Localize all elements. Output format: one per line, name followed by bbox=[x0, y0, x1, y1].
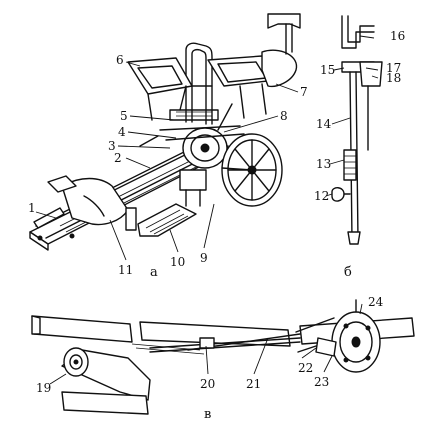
panel-a-callouts bbox=[35, 61, 299, 261]
callout-12: 12 bbox=[314, 189, 329, 203]
right-seat bbox=[207, 13, 301, 119]
callout-16: 16 bbox=[390, 29, 405, 43]
callout-7: 7 bbox=[300, 85, 308, 99]
panel-b-lever bbox=[325, 15, 383, 245]
drive-wheel bbox=[221, 133, 283, 207]
panel-label-a: а bbox=[150, 265, 158, 280]
callout-1: 1 bbox=[28, 201, 36, 215]
furrow-opener bbox=[137, 203, 197, 237]
callout-labels: 1 2 3 4 5 6 7 8 9 10 11 12 13 14 15 16 1… bbox=[28, 29, 405, 395]
panel-labels: а б в bbox=[150, 265, 352, 422]
callout-11: 11 bbox=[118, 263, 133, 277]
left-seat bbox=[127, 57, 193, 121]
callout-9: 9 bbox=[200, 251, 208, 265]
callout-14: 14 bbox=[316, 117, 332, 131]
callout-21: 21 bbox=[246, 377, 261, 391]
callout-2: 2 bbox=[114, 151, 122, 165]
callout-6: 6 bbox=[116, 53, 124, 67]
callout-22: 22 bbox=[298, 361, 313, 375]
panel-label-v: в bbox=[204, 407, 211, 422]
callout-3: 3 bbox=[108, 139, 116, 153]
callout-20: 20 bbox=[200, 377, 215, 391]
callout-15: 15 bbox=[320, 63, 335, 77]
callout-5: 5 bbox=[120, 109, 128, 123]
callout-18: 18 bbox=[386, 71, 401, 85]
callout-4: 4 bbox=[118, 125, 126, 139]
callout-23: 23 bbox=[314, 375, 329, 389]
callout-17: 17 bbox=[386, 61, 401, 75]
callout-19: 19 bbox=[36, 381, 51, 395]
levers bbox=[139, 103, 233, 147]
panel-v-drive bbox=[31, 299, 415, 415]
callout-8: 8 bbox=[280, 109, 288, 123]
front-hopper bbox=[47, 175, 137, 231]
panel-a-machine bbox=[29, 13, 301, 261]
callout-10: 10 bbox=[170, 255, 185, 269]
callout-13: 13 bbox=[316, 157, 331, 171]
callout-24: 24 bbox=[368, 295, 384, 309]
hitch-bar bbox=[33, 207, 65, 229]
panel-label-b: б bbox=[344, 265, 352, 280]
